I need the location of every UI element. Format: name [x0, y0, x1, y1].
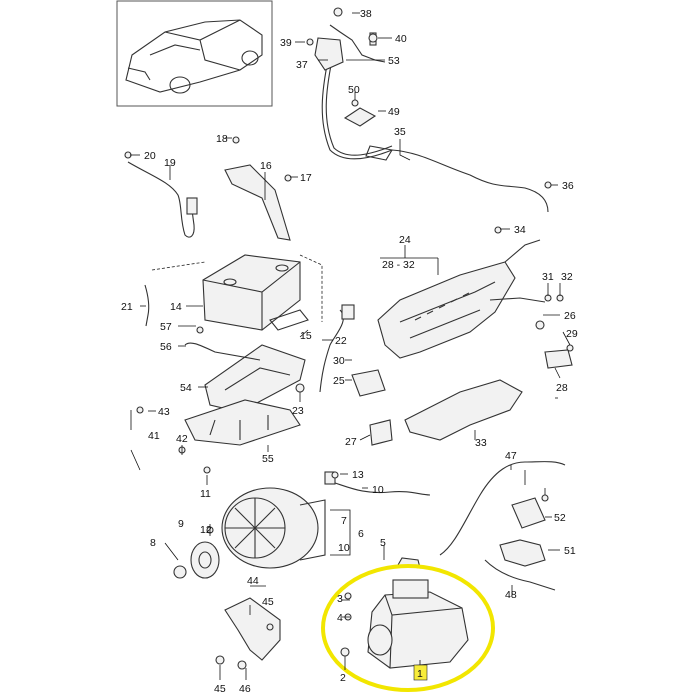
fuse-carrier-24	[377, 261, 516, 359]
battery-cable-19	[127, 161, 196, 238]
cable-terminal	[186, 197, 198, 215]
highlight-box	[413, 664, 428, 681]
callout-31: 31	[542, 271, 554, 283]
callout-13: 13	[352, 469, 364, 481]
callout-48: 48	[505, 589, 517, 601]
fasteners	[124, 7, 574, 670]
module-52	[511, 497, 546, 529]
callout-24: 24	[399, 234, 411, 246]
battery-tray-54	[204, 344, 306, 413]
starter-1[interactable]	[367, 557, 469, 669]
cable-22	[319, 309, 344, 393]
callout-4: 4	[337, 612, 343, 624]
callout-54: 54	[180, 382, 192, 394]
callout-47: 47	[505, 450, 517, 462]
callout-33: 33	[475, 437, 487, 449]
callout-16: 16	[260, 160, 272, 172]
callout-17: 17	[300, 172, 312, 184]
callout-39: 39	[280, 37, 292, 49]
callout-15: 15	[300, 330, 312, 342]
callout-20: 20	[144, 150, 156, 162]
housing-33	[404, 379, 523, 441]
callout-56: 56	[160, 341, 172, 353]
callout-41: 41	[148, 430, 160, 442]
callout-38: 38	[360, 8, 372, 20]
callout-1: 1	[417, 668, 423, 680]
callout-22: 22	[335, 335, 347, 347]
callout-45-bottom: 45	[214, 683, 226, 695]
callout-labels: 1 2 3 4 5 6 7 8 9 10 10 11 12 13 14 15 1…	[121, 8, 578, 695]
strap-56	[184, 342, 261, 361]
bracket-16	[224, 164, 291, 241]
callout-44: 44	[247, 575, 259, 587]
callout-21: 21	[121, 301, 133, 313]
callout-35: 35	[394, 126, 406, 138]
battery-14	[151, 254, 323, 331]
callout-43: 43	[158, 406, 170, 418]
callout-52: 52	[554, 512, 566, 524]
callout-27: 27	[345, 436, 357, 448]
clamp-15	[269, 309, 309, 331]
callout-51: 51	[564, 545, 576, 557]
bracket-51	[499, 539, 546, 567]
leader-lines	[130, 12, 571, 680]
harness-10	[324, 479, 431, 496]
callout-10-lower: 10	[338, 542, 350, 554]
relay-25	[351, 369, 386, 397]
callout-45-top: 45	[262, 596, 274, 608]
callout-8: 8	[150, 537, 156, 549]
callout-6: 6	[358, 528, 364, 540]
callout-3: 3	[337, 593, 343, 605]
cable-48	[484, 559, 556, 591]
callout-40: 40	[395, 33, 407, 45]
callout-29: 29	[566, 328, 578, 340]
callout-57: 57	[160, 321, 172, 333]
callout-5: 5	[380, 537, 386, 549]
callout-30: 30	[333, 355, 345, 367]
callout-49: 49	[388, 106, 400, 118]
mounting-plate-55	[184, 399, 301, 446]
alternator-6	[221, 487, 326, 569]
callout-11: 11	[200, 488, 211, 500]
callout-32: 32	[561, 271, 573, 283]
callout-12: 12	[200, 524, 212, 536]
callout-42: 42	[176, 433, 188, 445]
callout-9: 9	[178, 518, 184, 530]
callout-10-right: 10	[372, 484, 384, 496]
callout-26: 26	[564, 310, 576, 322]
callout-53: 53	[388, 55, 400, 67]
callout-18: 18	[216, 133, 228, 145]
vehicle-inset	[116, 0, 273, 107]
bracket-27	[369, 419, 393, 446]
callout-46: 46	[239, 683, 251, 695]
nut-8	[173, 565, 187, 579]
callout-50: 50	[348, 84, 360, 96]
callout-7: 7	[341, 515, 347, 527]
callout-28: 28	[556, 382, 568, 394]
callout-24-range: 28 - 32	[382, 259, 415, 271]
highlight-ring	[321, 564, 495, 692]
callout-14: 14	[170, 301, 182, 313]
callout-34: 34	[514, 224, 526, 236]
callout-36: 36	[562, 180, 574, 192]
bracket-44	[224, 597, 281, 661]
callout-2: 2	[340, 672, 346, 684]
callout-25: 25	[333, 375, 345, 387]
callout-23: 23	[292, 405, 304, 417]
pulley-9	[190, 541, 220, 579]
cable-21	[144, 284, 150, 327]
cable-35-assembly	[314, 24, 549, 213]
callout-55: 55	[262, 453, 274, 465]
callout-19: 19	[164, 157, 176, 169]
callout-37: 37	[296, 59, 308, 71]
relay-28	[544, 349, 573, 369]
harness-47	[439, 461, 566, 556]
